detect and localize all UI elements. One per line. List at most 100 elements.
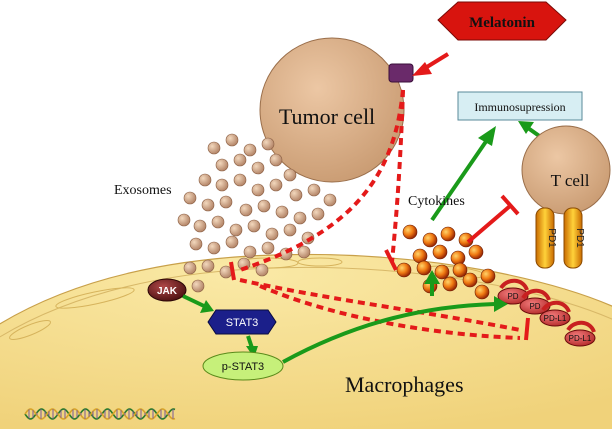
melatonin-hexagon (437, 1, 567, 41)
exosome-particle (247, 219, 261, 233)
exosome-particle (311, 207, 325, 221)
exosome-particle (189, 237, 203, 251)
melatonin-label: Melatonin (469, 15, 535, 31)
cytokine-particle (396, 262, 412, 278)
cytokines-label: Cytokines (408, 194, 465, 209)
exosome-particle (215, 178, 229, 192)
dashed-to-pdl1-lower (259, 284, 521, 340)
exosome-particle (293, 211, 307, 225)
exosome-particle (207, 241, 221, 255)
cytokine-particle (434, 264, 450, 280)
pstat3-to-pdl1-arrow (282, 296, 508, 364)
cytokine-inhibits-tcell (466, 194, 520, 244)
exosome-particle (215, 158, 229, 172)
pd-l1-label: PD (529, 302, 540, 311)
cytokine-particle (462, 272, 478, 288)
stat3-hexagon (207, 309, 277, 335)
exosome-particle (307, 183, 321, 197)
immunosuppression-label: Immunosupression (474, 100, 565, 114)
exosome-particle (251, 183, 265, 197)
cytokine-particle (442, 276, 458, 292)
exosome-particle (201, 198, 215, 212)
exosome-particle (275, 205, 289, 219)
melatonin-arrow (412, 52, 450, 76)
cytokine-particle (422, 232, 438, 248)
pd-l1-molecule: PD-L1 (539, 300, 571, 327)
p-stat3-label: p-STAT3 (222, 361, 264, 373)
dna-strand (24, 408, 176, 420)
exosome-particle (183, 261, 197, 275)
exosome-particle (323, 193, 337, 207)
exosome-particle (243, 245, 257, 259)
p-stat3-node (202, 351, 284, 381)
exosome-particle (297, 245, 311, 259)
cytokine-particle (432, 244, 448, 260)
t-cell (521, 125, 611, 215)
pd1-receptor-left: PD1 (535, 207, 557, 269)
cytokine-to-immunosuppression-arrow (430, 126, 496, 222)
cytokine-particle (480, 268, 496, 284)
exosome-particle (243, 143, 257, 157)
pd1-label-right: PD1 (574, 228, 585, 248)
dashed-to-exosomes (239, 89, 405, 272)
cytokine-particle (452, 262, 468, 278)
pd-l1-label: PD-L1 (544, 314, 567, 323)
stat3-label: STAT3 (226, 317, 259, 329)
exosome-particle (301, 231, 315, 245)
exosome-particle (211, 215, 225, 229)
jak-label: JAK (157, 286, 178, 297)
immunosuppression-box (457, 91, 583, 121)
pd-l1-molecule: PD-L1 (564, 320, 596, 347)
cytokine-particle (416, 260, 432, 276)
pd1-receptor-right: PD1 (563, 207, 585, 269)
exosome-particle (198, 173, 212, 187)
melatonin-receptor (388, 63, 414, 83)
dashed-to-cytokines (390, 89, 405, 263)
cytokine-particle (402, 224, 418, 240)
exosome-particle (177, 213, 191, 227)
exosome-particle (233, 153, 247, 167)
exosome-particle (225, 235, 239, 249)
exosome-particle (283, 168, 297, 182)
exosome-particle (265, 227, 279, 241)
jak-node (147, 278, 187, 302)
exosome-particle (191, 279, 205, 293)
exosome-particle (239, 203, 253, 217)
exosome-particle (255, 263, 269, 277)
cytokine-particle (468, 244, 484, 260)
exosome-particle (233, 173, 247, 187)
cytokine-particle (440, 226, 456, 242)
exosome-cluster (173, 133, 337, 297)
pd1-label-left: PD1 (546, 228, 557, 248)
melatonin-inhibition-paths (239, 89, 521, 340)
exosome-particle (207, 141, 221, 155)
pd-l1-molecule: PD (519, 288, 551, 315)
exosome-particle (229, 223, 243, 237)
exosome-particle (219, 195, 233, 209)
pd-l1-label: PD (507, 292, 518, 301)
exosome-particle (201, 259, 215, 273)
exosome-particle (193, 219, 207, 233)
cytokine-particle (450, 250, 466, 266)
inhibition-bars (229, 249, 530, 341)
cytokine-particle (474, 284, 490, 300)
exosome-particle (183, 191, 197, 205)
pstat3-to-cytokines-arrow (424, 270, 440, 296)
exosome-particle (261, 241, 275, 255)
exosomes-label: Exosomes (114, 183, 172, 198)
exosome-particle (225, 133, 239, 147)
exosome-particle (269, 153, 283, 167)
tumor-cell (259, 37, 405, 183)
exosome-particle (261, 137, 275, 151)
jak-to-stat3-arrow (182, 294, 214, 313)
tumor-cell-label: Tumor cell (279, 104, 375, 129)
macrophage-cell-body (0, 253, 612, 429)
pd-l1-label: PD-L1 (569, 334, 592, 343)
pd-l1-molecule: PD (497, 278, 529, 305)
exosome-particle (257, 199, 271, 213)
exosome-particle (289, 188, 303, 202)
exosome-particle (283, 223, 297, 237)
macrophages-label: Macrophages (345, 372, 464, 397)
